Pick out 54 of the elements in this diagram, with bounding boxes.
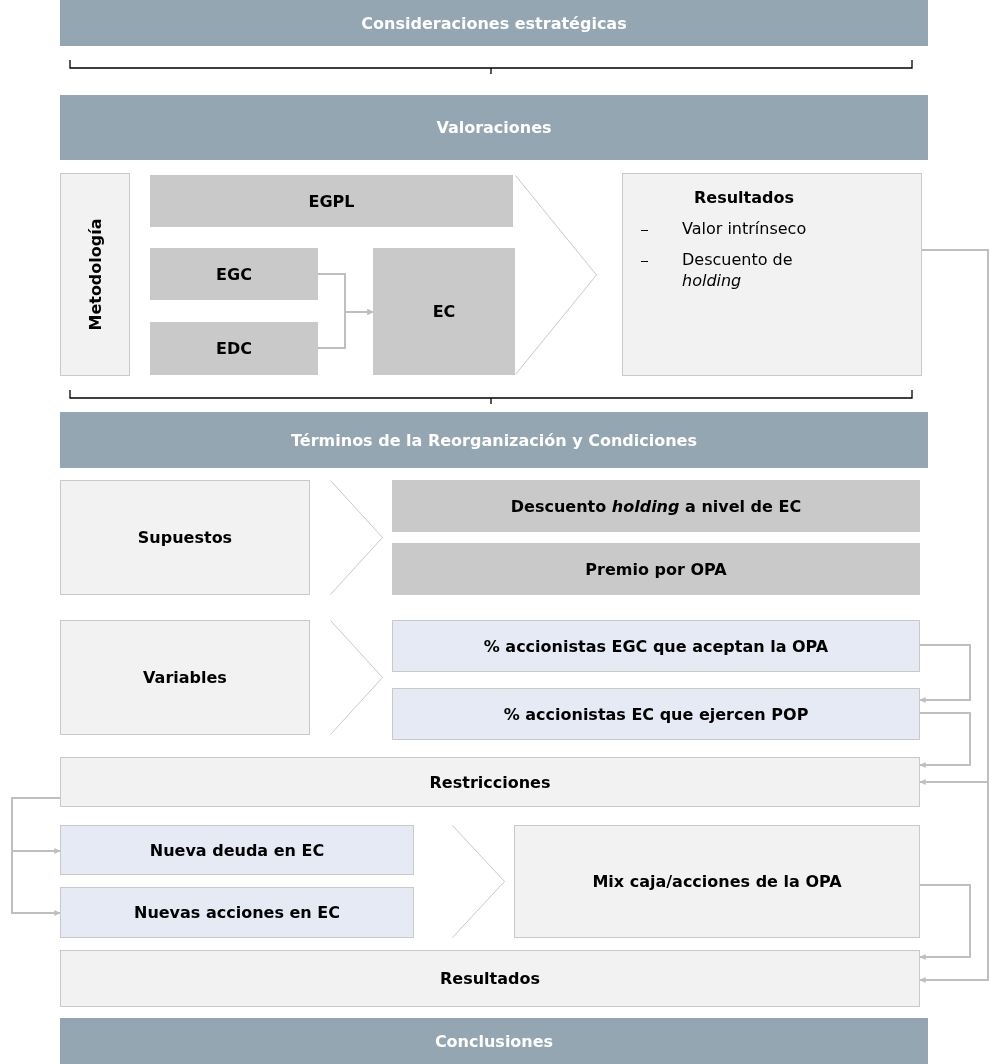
box-label: Resultados — [439, 969, 541, 988]
process-box — [60, 887, 414, 938]
box-label: EGPL — [307, 191, 356, 211]
chevron-outline — [515, 175, 597, 375]
box-label: Supuestos — [136, 528, 234, 547]
box-label: Premio por OPA — [584, 559, 728, 579]
chevron-outline — [330, 620, 383, 735]
box-label: EDC — [215, 339, 253, 358]
process-box — [60, 825, 414, 875]
box-label: % accionistas EGC que aceptan la OPA — [482, 636, 830, 656]
connector-arrow — [11, 797, 61, 916]
connector-arrow — [919, 712, 971, 768]
heading: Resultados — [693, 188, 795, 207]
connector-arrow — [919, 249, 989, 983]
section-header — [60, 95, 928, 160]
header-title: Valoraciones — [435, 118, 553, 137]
list-item: Valor intrínseco — [682, 219, 808, 240]
section-header — [60, 0, 928, 46]
box-label: Restricciones — [428, 772, 552, 792]
process-box — [392, 480, 920, 532]
process-box — [392, 543, 920, 595]
connector-arrow — [317, 309, 374, 349]
section-header — [60, 1018, 928, 1064]
process-box — [60, 620, 310, 735]
box-label: Nueva deuda en EC — [148, 840, 326, 860]
box-label: Nuevas acciones en EC — [133, 903, 341, 922]
box-label: % accionistas EC que ejercen POP — [502, 704, 810, 724]
process-box — [373, 248, 515, 375]
process-box — [150, 248, 318, 300]
box-label: EC — [431, 302, 457, 321]
process-box — [514, 825, 920, 938]
header-title: Términos de la Reorganización y Condiciones — [290, 430, 698, 450]
process-box — [60, 757, 920, 807]
result-box — [622, 173, 922, 376]
box-label: Mix caja/acciones de la OPA — [591, 872, 843, 891]
header-title: Consideraciones estratégicas — [360, 13, 628, 33]
section-header — [60, 412, 928, 468]
process-box — [150, 175, 513, 227]
process-box — [60, 480, 310, 595]
connector-arrow — [919, 644, 971, 703]
vertical-label: Metodología — [85, 218, 105, 331]
box-label: Variables — [142, 668, 228, 687]
chevron-outline — [330, 480, 383, 595]
process-box — [392, 688, 920, 740]
box-label: EGC — [215, 264, 253, 284]
box-label: Descuento holding a nivel de EC — [509, 496, 803, 516]
header-title: Conclusiones — [433, 1031, 555, 1051]
connector-arrow — [919, 884, 971, 960]
label-box — [60, 173, 130, 376]
process-box — [60, 950, 920, 1007]
process-box — [392, 620, 920, 672]
process-box — [150, 322, 318, 375]
chevron-outline — [452, 825, 505, 938]
list-item: Descuento de holding — [682, 249, 794, 292]
